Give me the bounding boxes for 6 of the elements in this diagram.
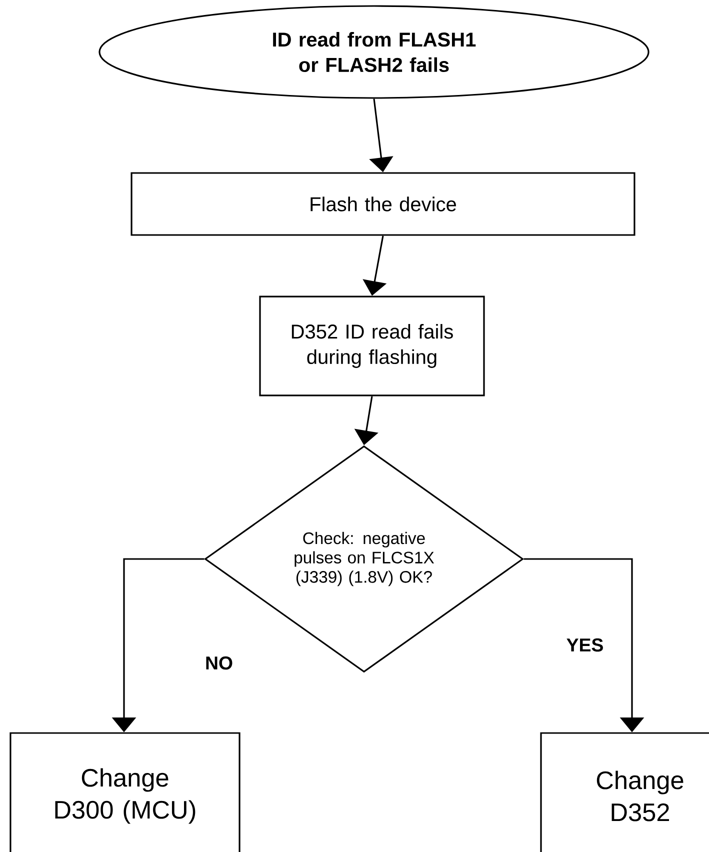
edge-label: YES xyxy=(564,637,605,653)
process-box: D352 ID read fails during flashing xyxy=(259,296,485,396)
edge-label: NO xyxy=(204,655,234,671)
process-box: Change D300 (MCU) xyxy=(10,732,240,852)
process-box: Change D352 xyxy=(540,732,709,852)
process-box: Flash the device xyxy=(130,172,636,236)
